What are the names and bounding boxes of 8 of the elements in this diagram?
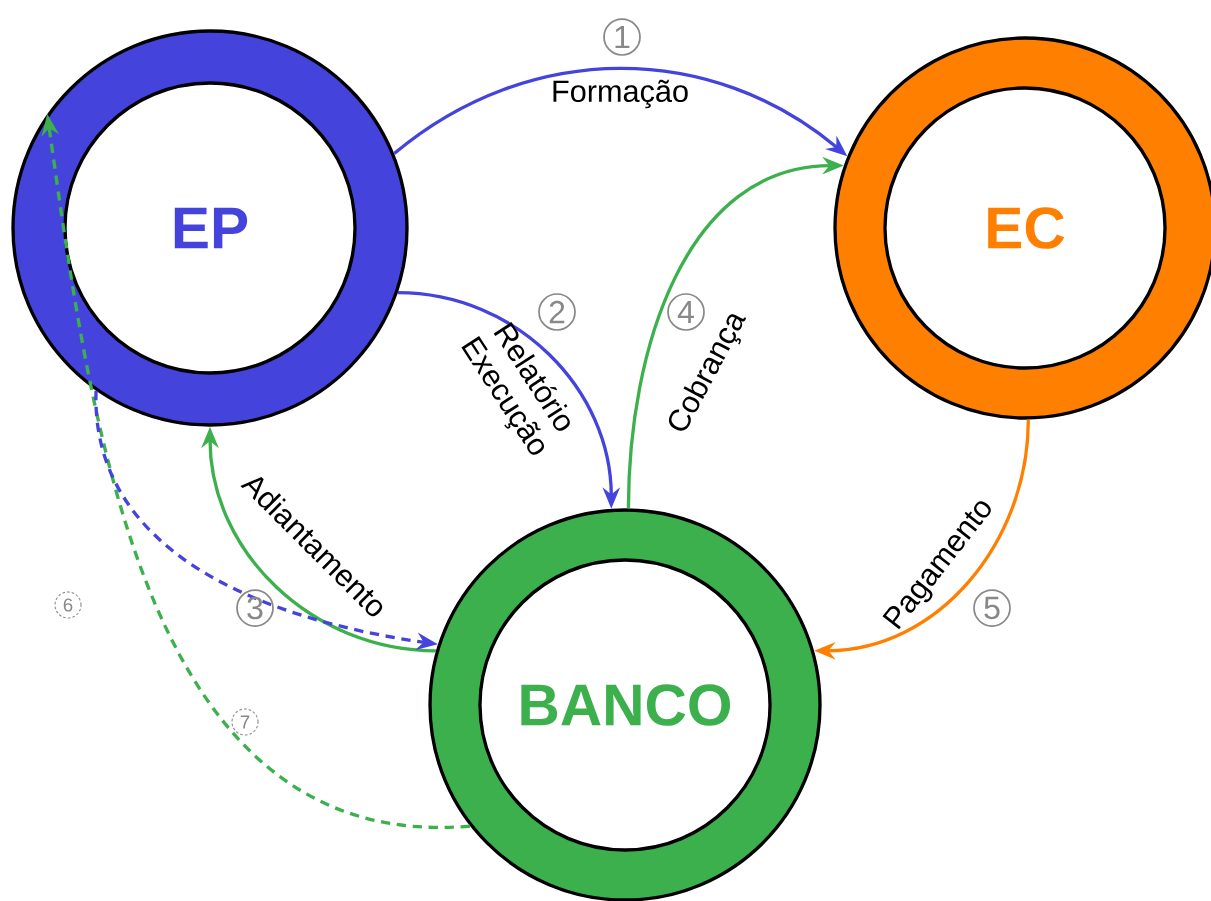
- callout-number: 1: [603, 18, 641, 56]
- callout-number: 2: [538, 293, 576, 331]
- ring-node: BANCO: [428, 508, 822, 901]
- ring-node: EP: [11, 29, 409, 427]
- ring-node: EC: [833, 36, 1211, 420]
- callout-number: 6: [54, 591, 82, 619]
- edge-label: Formação: [553, 79, 688, 109]
- callout-number: 7: [231, 708, 259, 736]
